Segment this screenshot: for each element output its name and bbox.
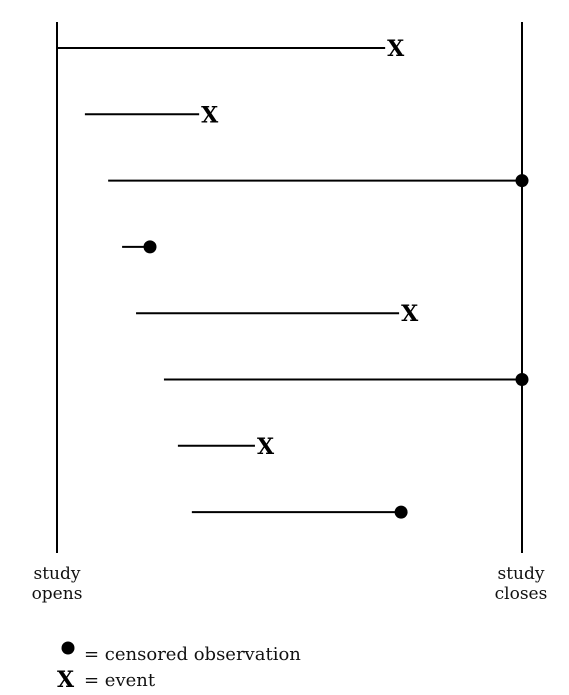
- subject-timelines: X X X X: [57, 36, 529, 519]
- study-closes-label-line1: study: [498, 564, 545, 584]
- subject-8: [191, 505, 408, 519]
- censored-marker: [515, 373, 529, 386]
- event-marker: X: [387, 36, 405, 62]
- subject-4: [122, 240, 157, 254]
- subject-2: X: [84, 102, 219, 128]
- censored-marker: [143, 240, 157, 254]
- legend-event-marker: X: [57, 667, 75, 693]
- legend-event-text: = event: [84, 670, 156, 691]
- censored-marker: [394, 505, 408, 519]
- subject-6: [163, 373, 529, 386]
- event-marker: X: [401, 301, 419, 327]
- subject-5: X: [136, 301, 419, 327]
- event-marker: X: [257, 434, 275, 460]
- study-opens-label-line1: study: [34, 564, 81, 584]
- subject-3: [108, 174, 529, 188]
- legend-censored-dot: [61, 641, 75, 655]
- legend-censored-text: = censored observation: [84, 644, 301, 665]
- subject-7: X: [177, 434, 275, 460]
- study-closes-label-line2: closes: [495, 584, 548, 604]
- censored-marker: [515, 174, 529, 188]
- study-opens-label-line2: opens: [32, 584, 83, 604]
- subject-1: X: [57, 36, 405, 62]
- event-marker: X: [201, 102, 219, 128]
